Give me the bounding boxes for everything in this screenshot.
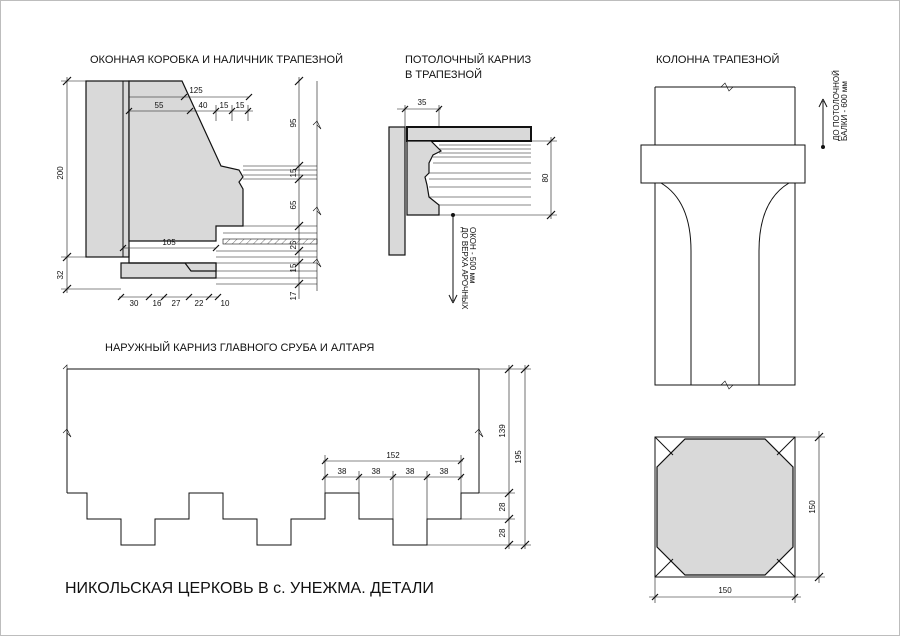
cornice-teeth bbox=[67, 492, 479, 546]
outer-cornice-drawing: 152 38 38 38 38 bbox=[62, 364, 531, 550]
dim-80: 80 bbox=[541, 173, 550, 182]
dim-15: 15 bbox=[289, 263, 298, 272]
dim-150-width: 150 bbox=[718, 586, 732, 595]
break-mark bbox=[474, 428, 484, 438]
dim-55: 55 bbox=[155, 101, 164, 110]
ceiling-cornice-caption-line2: В ТРАПЕЗНОЙ bbox=[405, 69, 482, 81]
dim-65: 65 bbox=[289, 200, 298, 209]
column-capital bbox=[640, 144, 806, 184]
column-section-drawing: 150 150 bbox=[649, 431, 825, 603]
ceiling-cornice-drawing: 35 80 ДО ВЕРХА АРОЧНЫХ ОКОН - 500 мм bbox=[388, 98, 557, 310]
dim-152: 152 bbox=[386, 451, 400, 460]
dim-15: 15 bbox=[220, 101, 229, 110]
dim-28: 28 bbox=[498, 502, 507, 511]
dim-25: 25 bbox=[289, 240, 298, 249]
dim-139: 139 bbox=[498, 424, 507, 438]
glass-strip bbox=[222, 238, 318, 245]
dim-28: 28 bbox=[498, 528, 507, 537]
dim-27: 27 bbox=[172, 299, 181, 308]
dim-15: 15 bbox=[236, 101, 245, 110]
column-note-line1: ДО ПОТОЛОЧНОЙ bbox=[832, 70, 841, 141]
wall-section bbox=[388, 126, 406, 256]
outer-cornice-caption: НАРУЖНЫЙ КАРНИЗ ГЛАВНОГО СРУБА И АЛТАРЯ bbox=[105, 342, 375, 354]
dim-15: 15 bbox=[289, 168, 298, 177]
dim-105: 105 bbox=[162, 238, 176, 247]
dim-195: 195 bbox=[514, 450, 523, 464]
dim-38: 38 bbox=[406, 467, 415, 476]
dim-125: 125 bbox=[189, 86, 203, 95]
dim-10: 10 bbox=[221, 299, 230, 308]
ceiling-beam bbox=[406, 126, 532, 142]
column-note-line2: БАЛКИ - 600 мм bbox=[840, 81, 849, 141]
break-mark bbox=[312, 120, 322, 130]
dim-200: 200 bbox=[56, 166, 65, 180]
break-mark bbox=[62, 428, 72, 438]
window-trim bbox=[128, 80, 244, 242]
cornice-profile bbox=[406, 140, 443, 216]
dim-22: 22 bbox=[195, 299, 204, 308]
dim-40: 40 bbox=[199, 101, 208, 110]
break-mark bbox=[720, 82, 734, 92]
sheet-title: НИКОЛЬСКАЯ ЦЕРКОВЬ В с. УНЕЖМА. ДЕТАЛИ bbox=[65, 580, 434, 597]
ceiling-cornice-caption-line1: ПОТОЛОЧНЫЙ КАРНИЗ bbox=[405, 54, 532, 66]
window-detail-caption: ОКОННАЯ КОРОБКА И НАЛИЧНИК ТРАПЕЗНОЙ bbox=[90, 54, 343, 66]
column-drawing: ДО ПОТОЛОЧНОЙ БАЛКИ - 600 мм bbox=[640, 70, 849, 390]
window-detail-drawing: 200 32 125 55 40 15 15 bbox=[56, 76, 322, 308]
column-section-square bbox=[654, 436, 796, 578]
column-caption: КОЛОННА ТРАПЕЗНОЙ bbox=[656, 54, 780, 66]
dim-30: 30 bbox=[130, 299, 139, 308]
dim-150-height: 150 bbox=[808, 500, 817, 514]
dim-38: 38 bbox=[372, 467, 381, 476]
break-mark bbox=[312, 258, 322, 268]
dim-38: 38 bbox=[338, 467, 347, 476]
dim-95: 95 bbox=[289, 118, 298, 127]
dim-17: 17 bbox=[289, 291, 298, 300]
dim-35: 35 bbox=[418, 98, 427, 107]
dim-32: 32 bbox=[56, 270, 65, 279]
dim-16: 16 bbox=[153, 299, 162, 308]
break-mark bbox=[720, 380, 734, 390]
break-mark bbox=[312, 206, 322, 216]
column-section-octagon bbox=[656, 438, 794, 576]
cornice-note-line2: ОКОН - 500 мм bbox=[468, 227, 477, 283]
column-shaft bbox=[654, 183, 796, 386]
dim-38: 38 bbox=[440, 467, 449, 476]
cornice-note-line1: ДО ВЕРХА АРОЧНЫХ bbox=[460, 227, 469, 310]
